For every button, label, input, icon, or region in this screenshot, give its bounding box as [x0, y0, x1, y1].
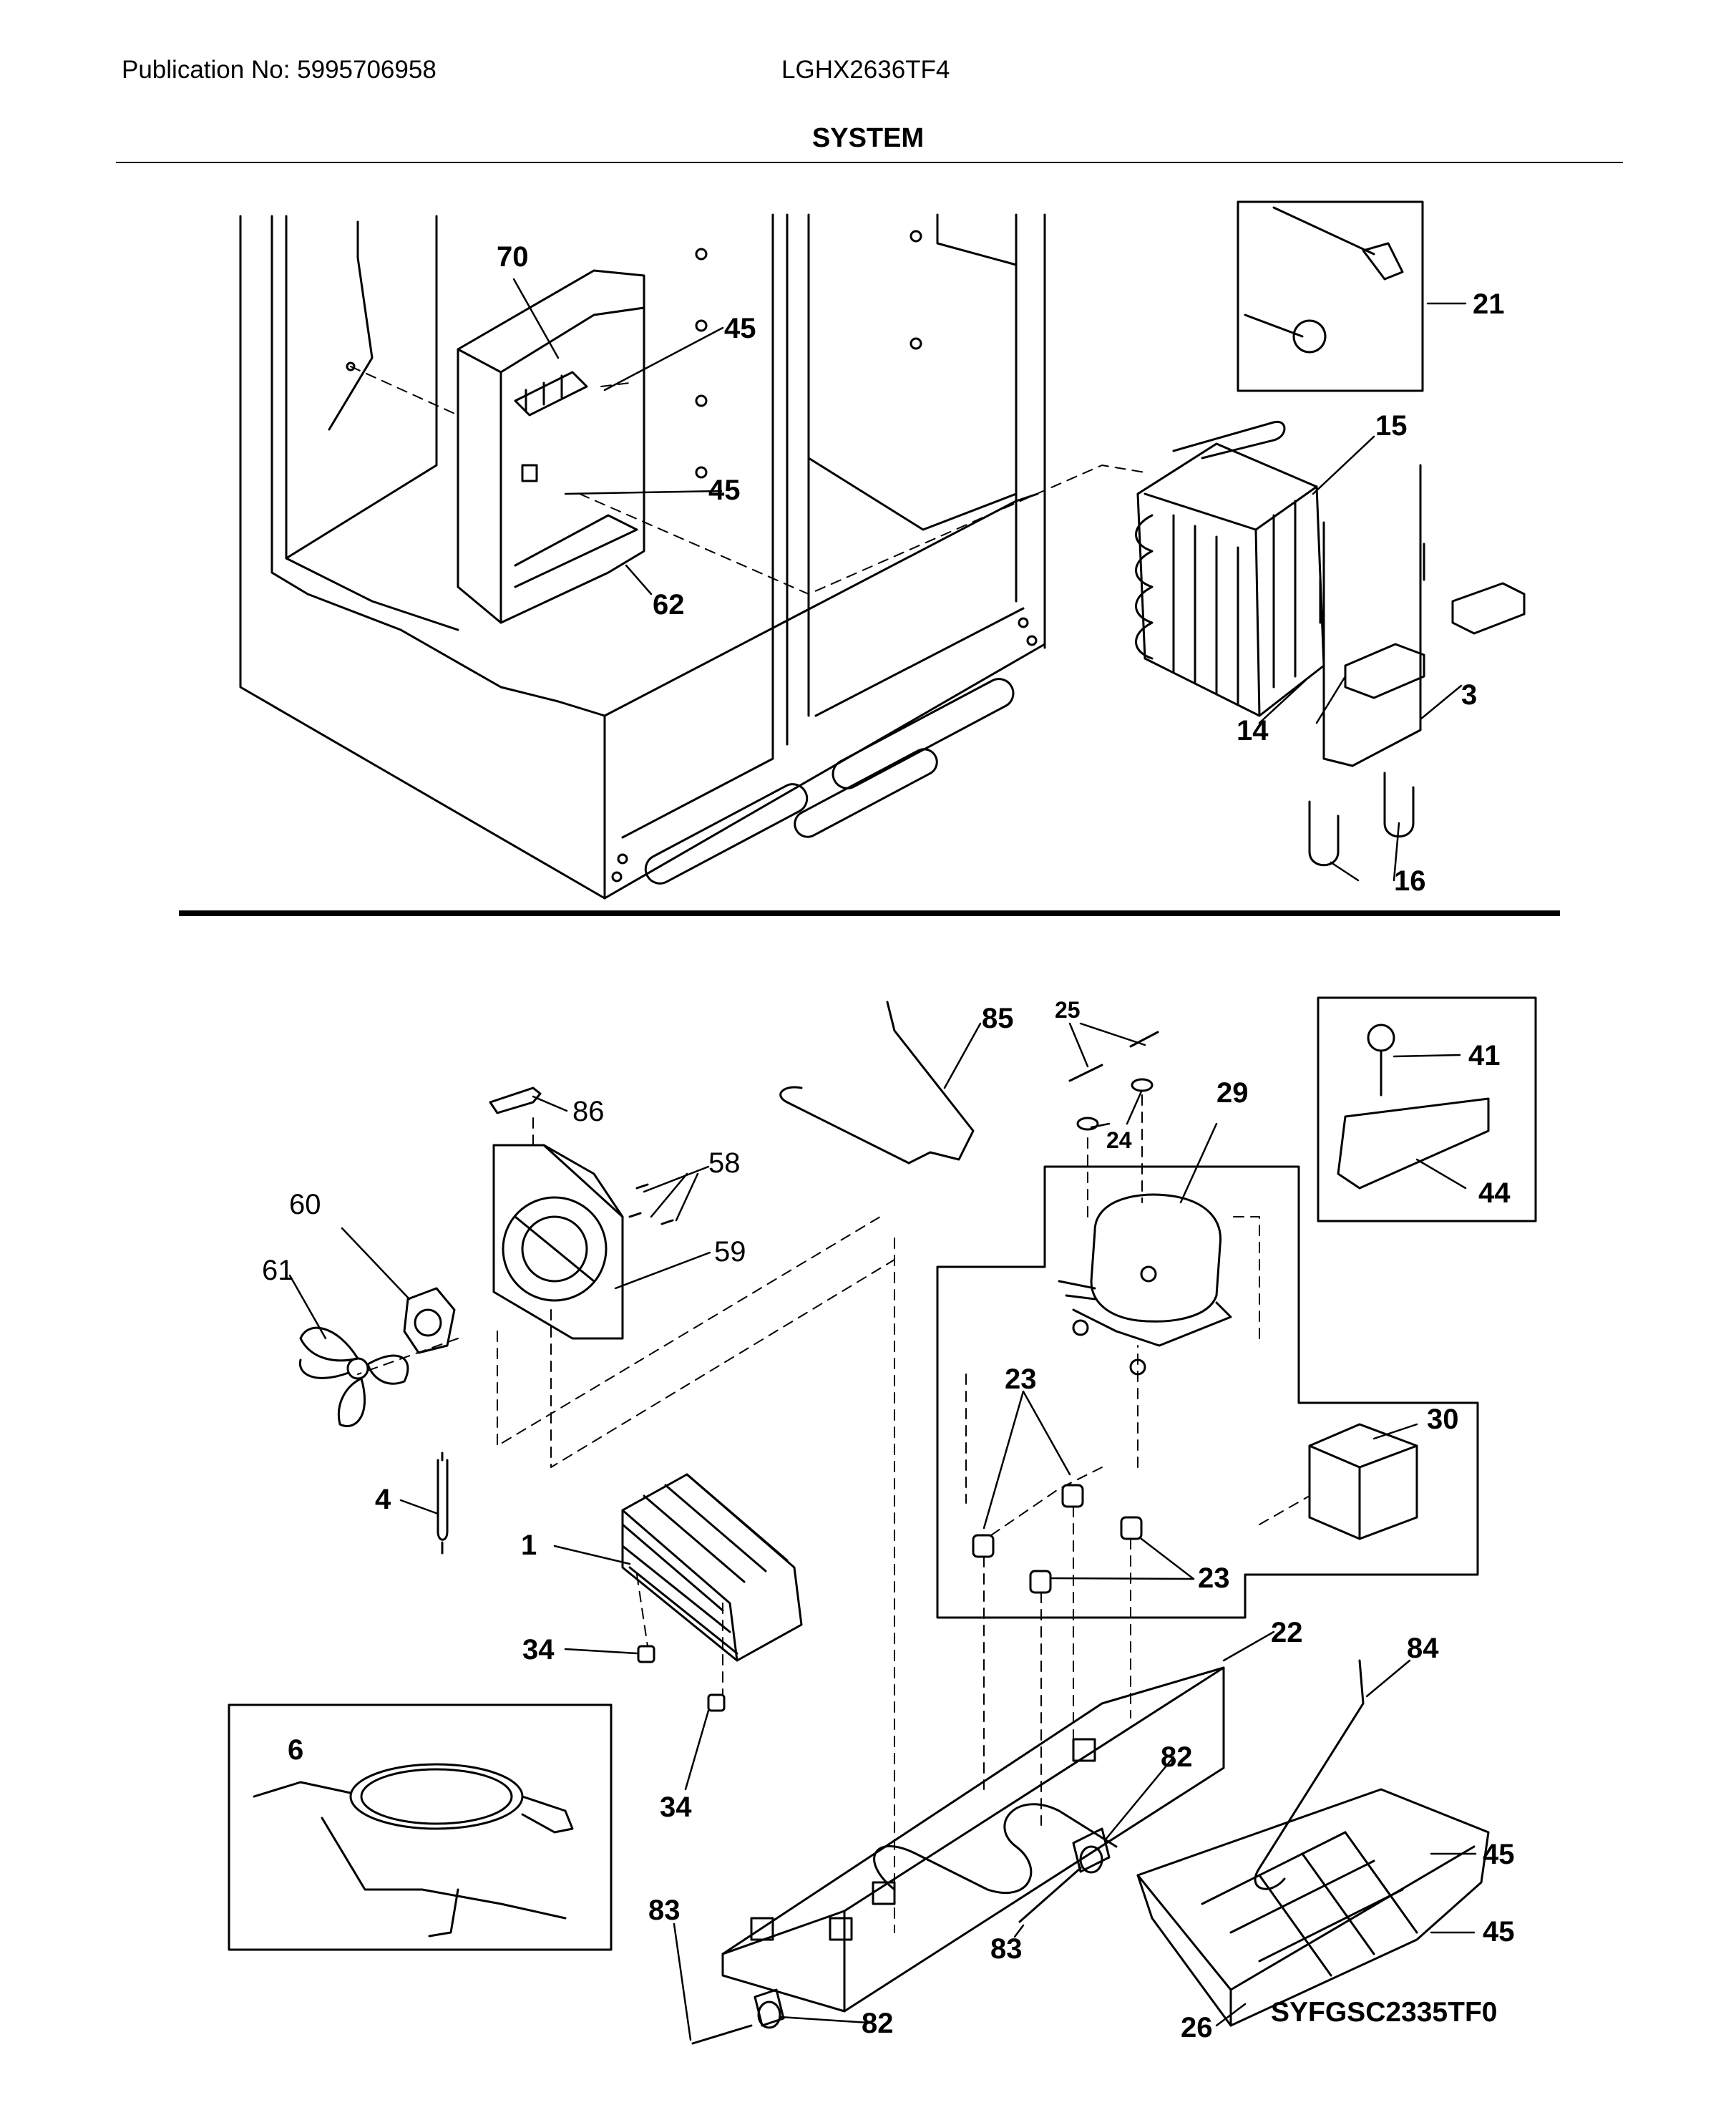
callout-30: 30 — [1427, 1404, 1459, 1435]
callout-22: 22 — [1271, 1617, 1303, 1648]
feet-82 — [754, 1827, 1111, 2029]
callout-24: 24 — [1106, 1127, 1132, 1153]
compressor-enclosure — [936, 1165, 1479, 1619]
callout-82: 82 — [862, 2008, 894, 2039]
callout-45: 45 — [1483, 1839, 1515, 1870]
cabinet-illustration — [239, 213, 1046, 900]
spacers-34 — [637, 1645, 726, 1712]
drain-tube-84 — [1254, 1659, 1365, 1890]
ice-bin-62 — [457, 269, 645, 624]
fan-blade-61 — [298, 1326, 409, 1427]
drain-pan-26 — [1136, 1788, 1490, 2027]
labels-top: 70 45 45 62 21 15 3 14 16 — [497, 241, 1505, 897]
callout-14: 14 — [1237, 715, 1269, 747]
callout-59: 59 — [714, 1236, 746, 1268]
publication-number: Publication No: 5995706958 — [122, 56, 437, 84]
callout-45: 45 — [1483, 1916, 1515, 1948]
title-divider — [116, 162, 1623, 163]
callout-23: 23 — [1005, 1363, 1037, 1395]
callout-60: 60 — [289, 1189, 321, 1220]
leader-dashes-top — [350, 366, 1146, 595]
callout-83: 83 — [648, 1895, 681, 1926]
callout-1: 1 — [521, 1530, 537, 1561]
callout-70: 70 — [497, 241, 529, 273]
tube-85 — [779, 1001, 975, 1165]
fan-shroud-59 — [492, 1144, 624, 1340]
callout-83: 83 — [990, 1933, 1023, 1965]
diagram-code: SYFGSC2335TF0 — [1271, 1997, 1498, 2028]
condenser-1 — [621, 1473, 803, 1662]
callout-84: 84 — [1407, 1633, 1439, 1664]
section-divider — [179, 910, 1560, 916]
base-plate-22 — [721, 1666, 1225, 2013]
model-number: LGHX2636TF4 — [781, 56, 950, 84]
callout-82: 82 — [1161, 1741, 1193, 1773]
clips-16 — [1308, 772, 1415, 867]
callout-16: 16 — [1394, 865, 1426, 897]
callout-6: 6 — [288, 1734, 303, 1766]
relay-cover-30 — [1308, 1423, 1418, 1540]
drier-tube-14 — [1319, 464, 1425, 767]
screws-58 — [628, 1183, 674, 1225]
washers-24 — [1076, 1078, 1154, 1131]
callout-34: 34 — [660, 1791, 692, 1823]
callout-44: 44 — [1478, 1177, 1511, 1209]
callout-45: 45 — [724, 313, 756, 344]
foam-blocks-3 — [1344, 582, 1526, 699]
leaders-bottom — [288, 1022, 1477, 2041]
callout-34: 34 — [522, 1634, 555, 1666]
drier-4 — [437, 1452, 449, 1555]
callout-86: 86 — [572, 1096, 605, 1127]
labels-bottom: 85 25 24 29 41 44 86 58 59 60 61 23 30 2… — [262, 997, 1515, 2043]
callout-62: 62 — [653, 589, 685, 621]
callout-15: 15 — [1375, 410, 1408, 442]
inset-41-44 — [1317, 996, 1537, 1222]
callout-45: 45 — [708, 475, 741, 506]
callout-61: 61 — [262, 1255, 294, 1286]
inset-6 — [228, 1703, 613, 1951]
callout-26: 26 — [1181, 2012, 1213, 2043]
callout-4: 4 — [375, 1484, 391, 1515]
page-title: SYSTEM — [811, 123, 925, 153]
pins-83 — [691, 1867, 1082, 2045]
callout-3: 3 — [1461, 679, 1477, 711]
callout-58: 58 — [708, 1147, 741, 1179]
bracket-86 — [489, 1086, 542, 1114]
motor-60 — [403, 1287, 456, 1354]
callout-29: 29 — [1216, 1077, 1249, 1109]
condenser-coil-15 — [1135, 420, 1325, 717]
grommets-25 — [1068, 1031, 1159, 1082]
callout-25: 25 — [1055, 997, 1081, 1023]
callout-85: 85 — [982, 1003, 1014, 1034]
leaders-top — [512, 278, 1467, 882]
compressor-29 — [1058, 1193, 1232, 1376]
callout-41: 41 — [1468, 1040, 1501, 1071]
leader-dashes-bottom — [357, 1094, 1310, 1933]
callout-21: 21 — [1473, 288, 1505, 320]
grommets-23 — [972, 1484, 1143, 1594]
callout-23: 23 — [1198, 1562, 1230, 1594]
inset-21 — [1237, 200, 1424, 392]
